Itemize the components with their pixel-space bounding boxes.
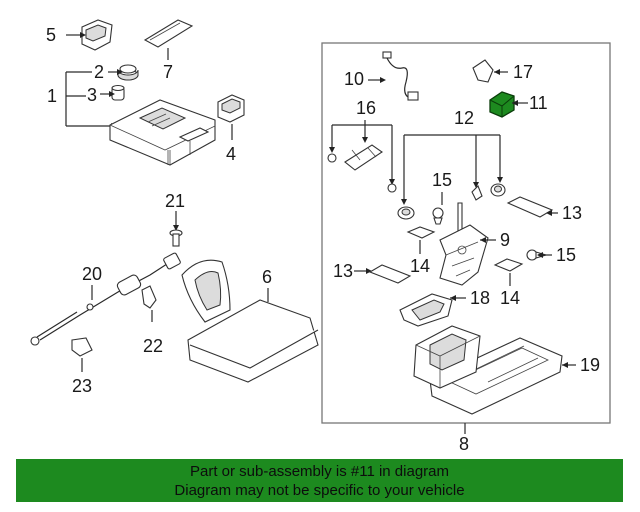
part-shift-mechanism-block[interactable] — [413, 325, 481, 389]
callout-3[interactable]: 3 — [87, 85, 97, 105]
part-13-pad-left[interactable] — [368, 264, 412, 284]
callout-6[interactable]: 6 — [262, 267, 272, 287]
part-23-clip[interactable] — [71, 337, 93, 357]
callout-1[interactable]: 1 — [47, 86, 57, 106]
callout-18[interactable]: 18 — [470, 288, 490, 308]
part-19-base-housing[interactable] — [429, 337, 563, 415]
part-18-indicator-plate[interactable] — [399, 293, 453, 327]
callout-15-right[interactable]: 15 — [556, 245, 576, 265]
callout-11[interactable]: 11 — [529, 93, 548, 113]
callout-5[interactable]: 5 — [46, 25, 56, 45]
part-2-knob[interactable] — [117, 64, 139, 81]
callout-21[interactable]: 21 — [165, 191, 185, 211]
callout-13-right[interactable]: 13 — [562, 203, 582, 223]
part-20-shift-cable[interactable] — [30, 252, 181, 346]
callout-19[interactable]: 19 — [580, 355, 600, 375]
part-14-pad-lower[interactable] — [493, 258, 524, 272]
part-4-connector[interactable] — [217, 94, 245, 123]
banner-line-2: Diagram may not be specific to your vehi… — [174, 482, 465, 499]
callout-22[interactable]: 22 — [143, 336, 163, 356]
part-21-bolt[interactable] — [169, 229, 183, 247]
part-14-pad-upper[interactable] — [406, 226, 436, 239]
callout-14-upper[interactable]: 14 — [410, 256, 430, 276]
info-banner: Part or sub-assembly is #11 in diagram D… — [16, 459, 623, 502]
callout-8[interactable]: 8 — [459, 434, 469, 454]
callout-9[interactable]: 9 — [500, 230, 510, 250]
part-12-bushings[interactable] — [397, 183, 506, 220]
callout-16[interactable]: 16 — [356, 98, 376, 118]
part-15-pin-upper[interactable] — [432, 207, 444, 225]
part-10-harness[interactable] — [382, 51, 419, 101]
callout-13-left[interactable]: 13 — [333, 261, 353, 281]
part-5-switch[interactable] — [81, 19, 113, 51]
part-1-console-panel[interactable] — [109, 99, 216, 166]
callout-20[interactable]: 20 — [82, 264, 102, 284]
banner-line-1: Part or sub-assembly is #11 in diagram — [190, 463, 449, 480]
part-6-shift-boot[interactable] — [181, 259, 319, 383]
parts-diagram: 5 7 2 3 1 4 21 — [30, 19, 611, 454]
subassembly-frame — [321, 42, 611, 424]
part-7-plate[interactable] — [143, 19, 194, 48]
callout-17[interactable]: 17 — [513, 62, 533, 82]
part-9-shifter-body[interactable] — [439, 202, 489, 286]
part-22-clip[interactable] — [141, 285, 157, 309]
part-3-cylinder[interactable] — [111, 84, 125, 101]
part-11-switch-highlighted[interactable] — [489, 91, 515, 118]
part-16-lever[interactable] — [327, 144, 397, 193]
callout-10[interactable]: 10 — [344, 69, 364, 89]
callout-15-upper[interactable]: 15 — [432, 170, 452, 190]
callout-4[interactable]: 4 — [226, 144, 236, 164]
callout-14-lower[interactable]: 14 — [500, 288, 520, 308]
callout-2[interactable]: 2 — [94, 62, 104, 82]
callout-12[interactable]: 12 — [454, 108, 474, 128]
part-13-pad-right[interactable] — [506, 196, 554, 218]
callout-23[interactable]: 23 — [72, 376, 92, 396]
callout-7[interactable]: 7 — [163, 62, 173, 82]
part-17-bracket[interactable] — [472, 59, 494, 83]
